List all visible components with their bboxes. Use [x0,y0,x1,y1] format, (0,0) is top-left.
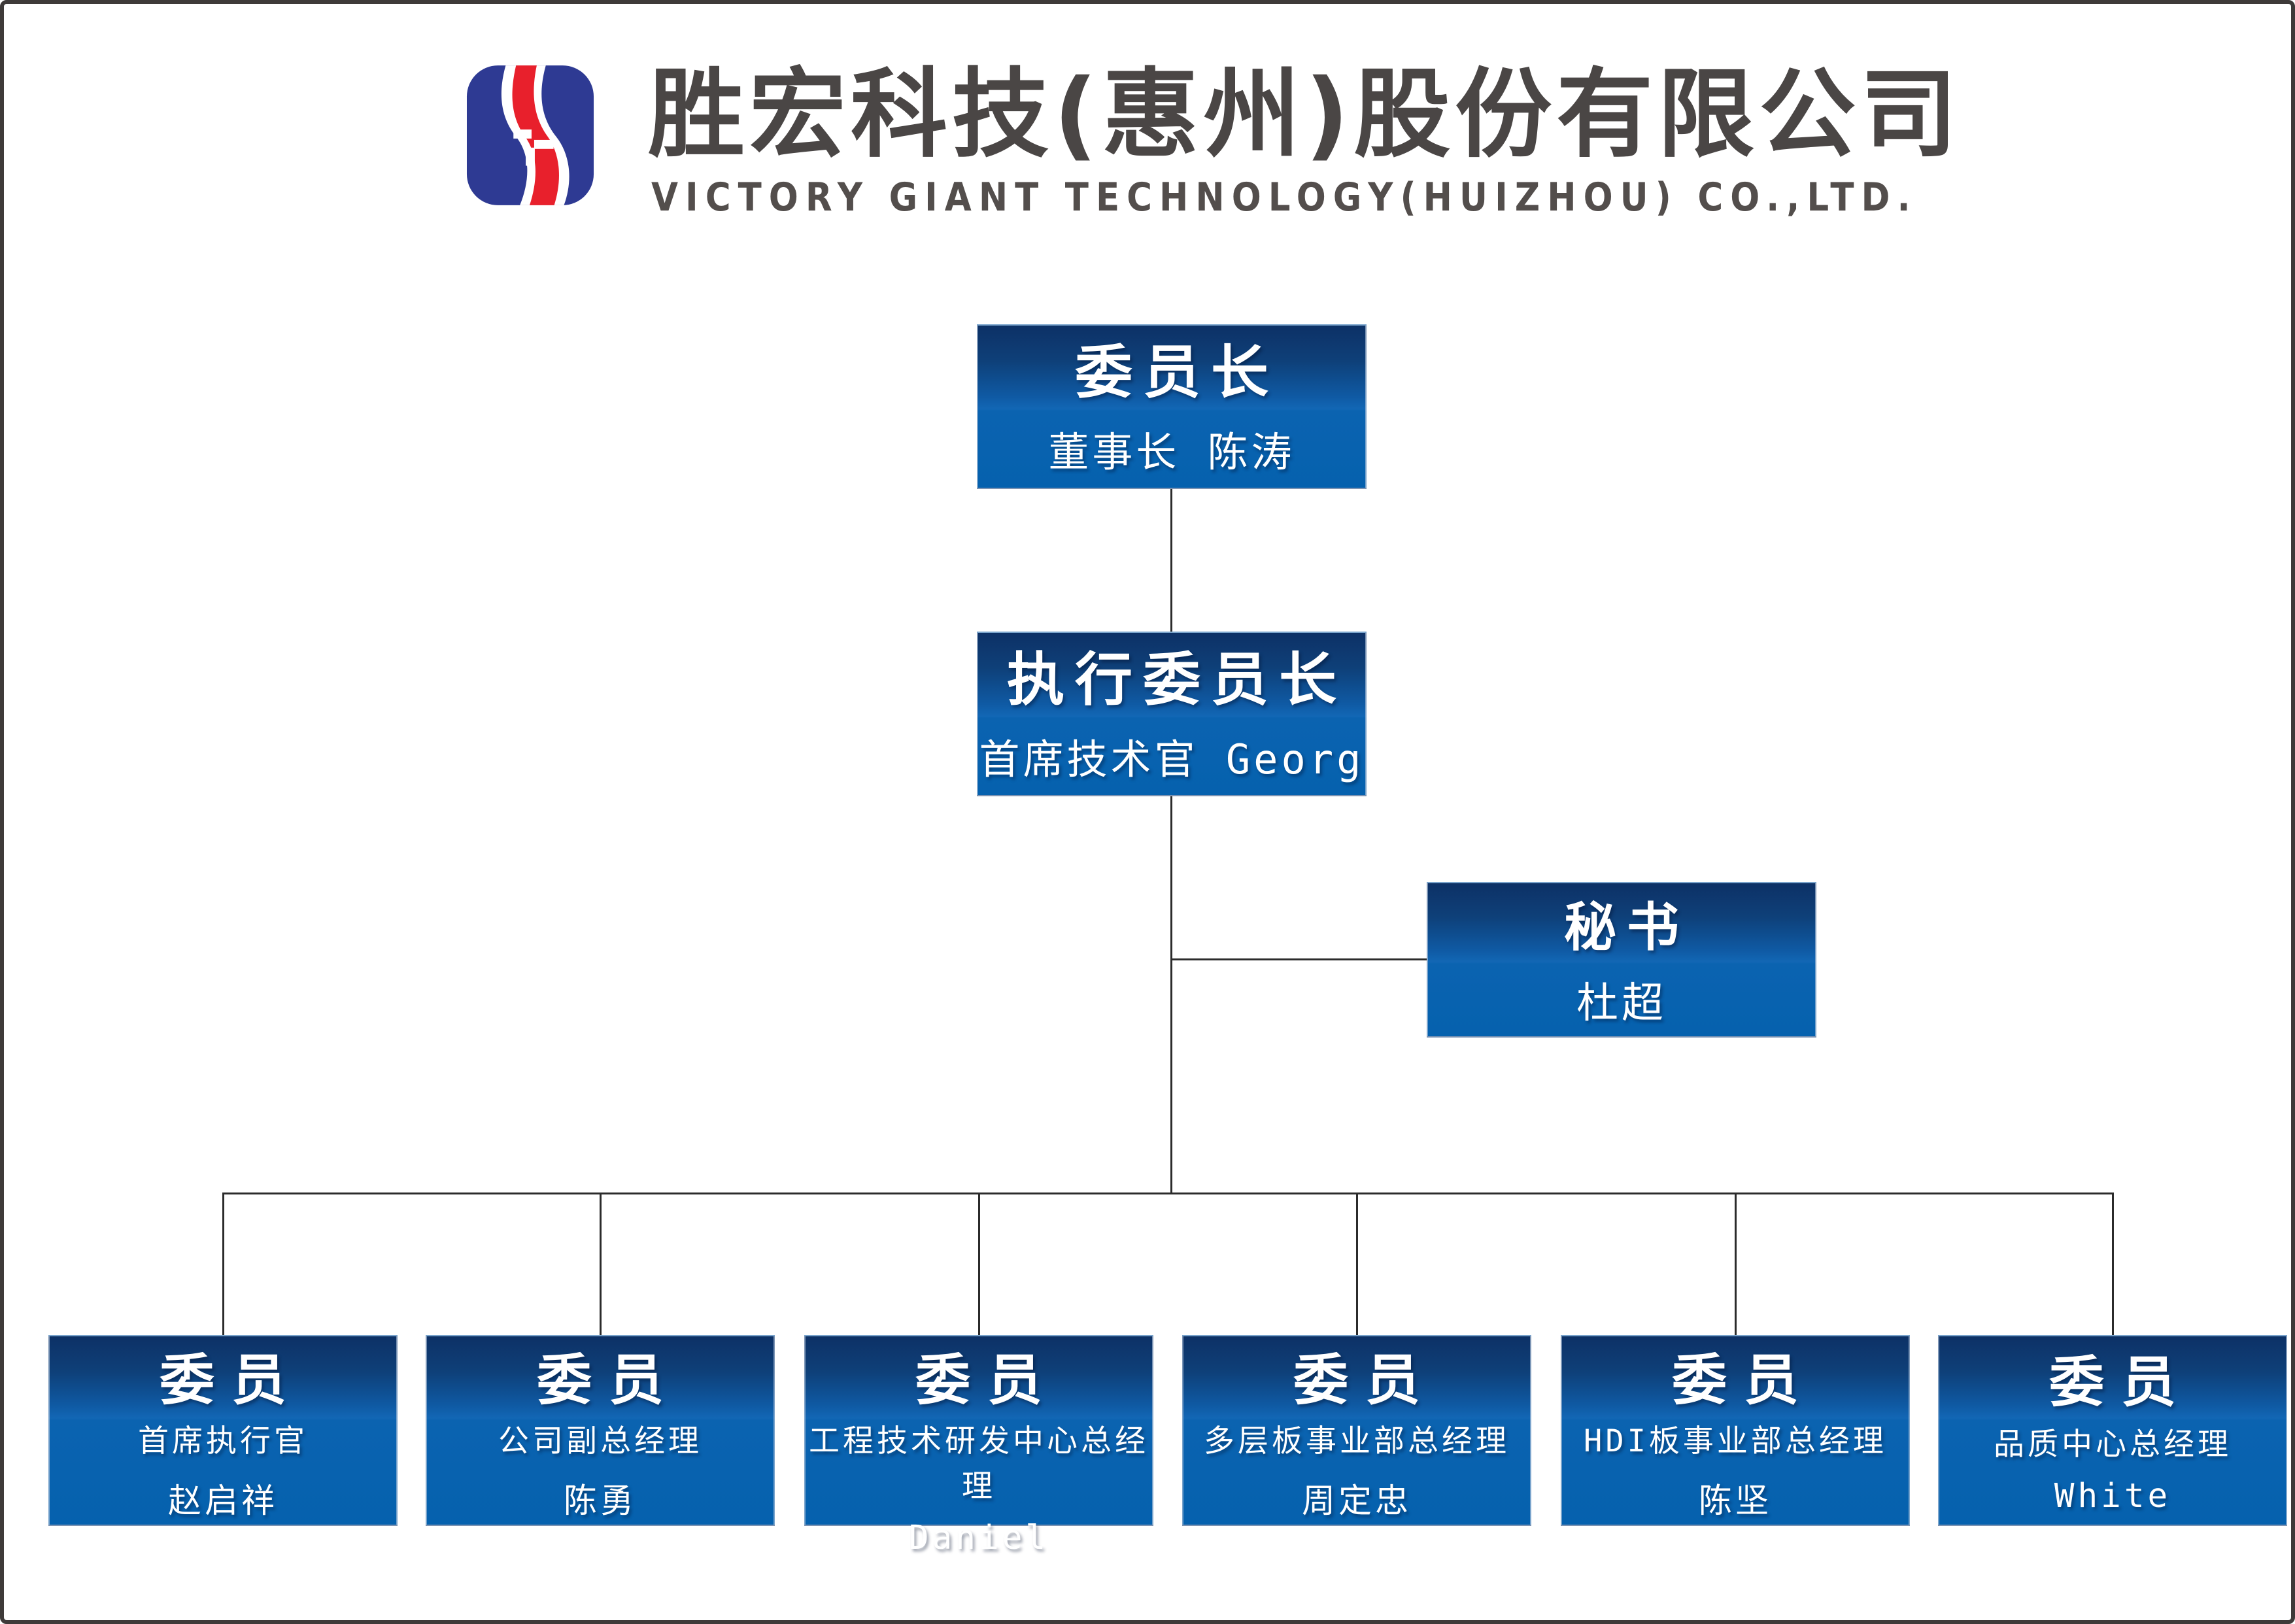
connector-member-2-stub [600,1193,602,1335]
node-chairman: 委员长 董事长 陈涛 [977,324,1367,489]
member-role: 工程技术研发中心总经理 [809,1423,1149,1504]
member-title: 委员 [1293,1348,1437,1412]
chairman-title: 委员长 [1074,338,1279,406]
member-name: Daniel [908,1519,1049,1557]
member-name: White [2054,1477,2171,1515]
connector-secretary-branch [1170,958,1427,960]
connector-member-6-stub [2112,1193,2114,1335]
exec-chairman-title: 执行委员长 [1006,645,1347,713]
member-name: 赵启祥 [167,1482,278,1521]
node-member-rd-center-gm: 委员 工程技术研发中心总经理 Daniel [804,1335,1153,1557]
company-name-en: VICTORY GIANT TECHNOLOGY(HUIZHOU) CO.,LT… [651,175,1918,220]
member-name: 陈坚 [1698,1482,1772,1521]
member-name: 周定忠 [1301,1482,1412,1521]
connector-member-4-stub [1356,1193,1358,1335]
company-name: 胜宏科技(惠州)股份有限公司 [648,58,1962,171]
connector-chairman-exec [1170,489,1172,632]
member-title: 委员 [915,1348,1059,1412]
node-member-ceo: 委员 首席执行官 赵启祥 [48,1335,398,1526]
node-exec-chairman: 执行委员长 首席技术官 Georg [977,632,1367,796]
member-role: 公司副总经理 [498,1423,702,1459]
connector-member-5-stub [1735,1193,1737,1335]
connector-member-3-stub [978,1193,980,1335]
member-role: HDI板事业部总经理 [1584,1423,1887,1459]
member-title: 委员 [2048,1349,2193,1414]
exec-chairman-subtitle: 首席技术官 Georg [979,736,1365,784]
member-title: 委员 [536,1348,681,1412]
secretary-subtitle: 杜超 [1576,979,1667,1028]
node-member-multilayer-gm: 委员 多层板事业部总经理 周定忠 [1182,1335,1531,1526]
node-member-vice-gm: 委员 公司副总经理 陈勇 [426,1335,775,1526]
member-role: 首席执行官 [138,1423,308,1459]
member-role: 品质中心总经理 [1994,1427,2232,1463]
node-secretary: 秘书 杜超 [1427,882,1816,1038]
node-member-hdi-gm: 委员 HDI板事业部总经理 陈坚 [1561,1335,1910,1526]
member-title: 委员 [1671,1348,1816,1412]
member-title: 委员 [159,1348,303,1412]
connector-exec-trunk [1170,796,1172,1193]
member-name: 陈勇 [563,1482,637,1521]
connector-member-1-stub [222,1193,224,1335]
secretary-title: 秘书 [1564,896,1690,958]
node-member-quality-gm: 委员 品质中心总经理 White [1938,1335,2287,1526]
connector-members-rail [223,1193,2114,1194]
chairman-subtitle: 董事长 陈涛 [1048,428,1295,477]
company-logo-icon [466,64,595,207]
member-role: 多层板事业部总经理 [1204,1423,1510,1459]
